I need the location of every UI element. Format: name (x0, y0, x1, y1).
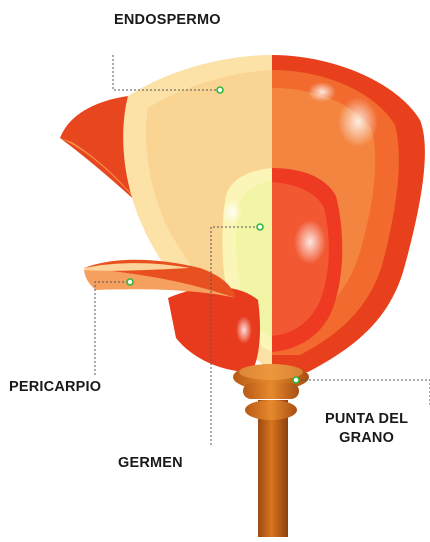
label-pericarpio: PERICARPIO (9, 379, 101, 396)
punta-marker (293, 377, 299, 383)
label-germen: GERMEN (118, 455, 183, 472)
pericarpio-leader (95, 282, 130, 375)
label-punta-line1: PUNTA DEL (325, 410, 408, 429)
label-endospermo: ENDOSPERMO (114, 12, 221, 29)
germen-marker (257, 224, 263, 230)
endospermo-marker (217, 87, 223, 93)
label-punta-del-grano: PUNTA DEL GRANO (325, 410, 408, 448)
stem (258, 400, 288, 537)
pericarpio-marker (127, 279, 133, 285)
kernel-tip (233, 364, 309, 420)
label-punta-line2: GRANO (325, 429, 408, 448)
punta-leader (296, 380, 430, 405)
